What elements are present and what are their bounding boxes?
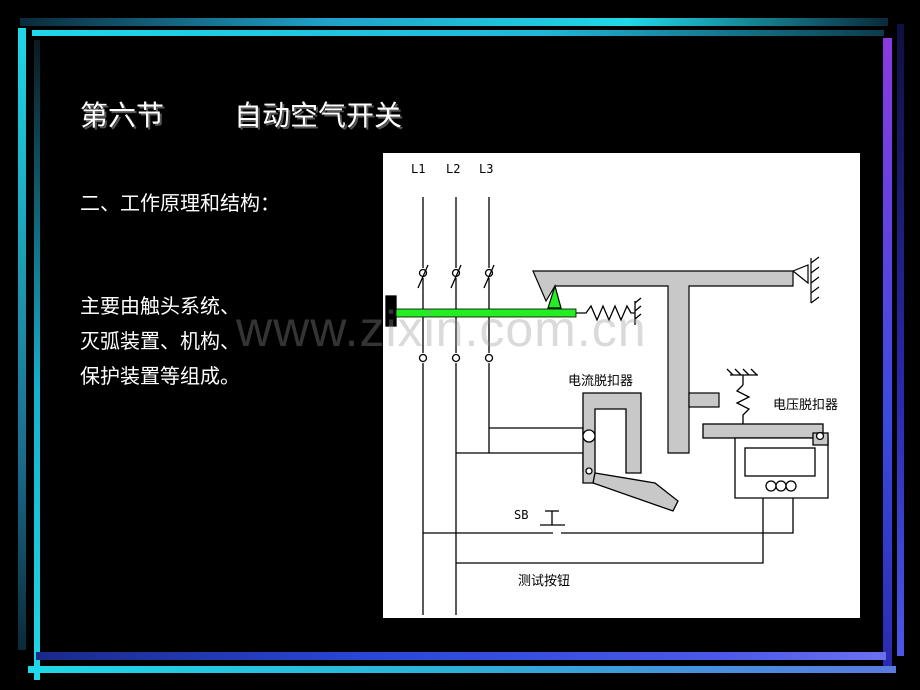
decorative-bar-right-inner bbox=[883, 38, 892, 668]
decorative-bar-top bbox=[20, 18, 888, 26]
phase-label: L1 bbox=[411, 162, 425, 176]
circuit-breaker-diagram: L1 L2 L3 电流脱扣器 电压脱扣器 SB 测试按钮 bbox=[383, 153, 860, 618]
contact-bar bbox=[395, 308, 577, 318]
decorative-bar-bottom-inner bbox=[36, 652, 886, 660]
decorative-bar-bottom bbox=[28, 666, 896, 673]
test-button-caption: 测试按钮 bbox=[518, 574, 570, 589]
decorative-bar-left bbox=[18, 28, 26, 650]
release-spring bbox=[726, 368, 758, 424]
description-line: 灭弧装置、机构、 bbox=[80, 329, 240, 353]
test-button-label: SB bbox=[514, 508, 528, 522]
circuit-breaker-diagram-svg: L1 L2 L3 电流脱扣器 电压脱扣器 SB 测试按钮 bbox=[385, 162, 838, 615]
pivot bbox=[791, 264, 809, 285]
section-number: 第六节 bbox=[80, 99, 165, 132]
phase-lines bbox=[422, 197, 490, 615]
decorative-bar-top-inner bbox=[32, 30, 884, 36]
description: 主要由触头系统、 灭弧装置、机构、 保护装置等组成。 bbox=[80, 289, 360, 394]
overcurrent-release-label: 电流脱扣器 bbox=[568, 374, 633, 389]
decorative-bar-left-inner bbox=[34, 40, 40, 680]
subheading: 二、工作原理和结构： bbox=[80, 191, 280, 215]
description-line: 主要由触头系统、 bbox=[80, 294, 240, 318]
latch-frame bbox=[532, 270, 794, 454]
main-spring bbox=[576, 297, 642, 325]
overcurrent-release bbox=[582, 392, 679, 512]
operating-handle bbox=[385, 295, 397, 327]
phase-label: L2 bbox=[446, 162, 460, 176]
main-contacts bbox=[417, 264, 495, 363]
phase-label: L3 bbox=[479, 162, 493, 176]
undervoltage-release bbox=[702, 423, 829, 499]
slide-title: 自动空气开关 bbox=[234, 99, 403, 132]
test-button bbox=[540, 510, 565, 526]
undervoltage-release-label: 电压脱扣器 bbox=[773, 398, 838, 413]
decorative-bar-right bbox=[897, 24, 904, 656]
trip-arm bbox=[688, 392, 720, 408]
latch-hook bbox=[547, 283, 562, 309]
description-line: 保护装置等组成。 bbox=[80, 364, 240, 388]
